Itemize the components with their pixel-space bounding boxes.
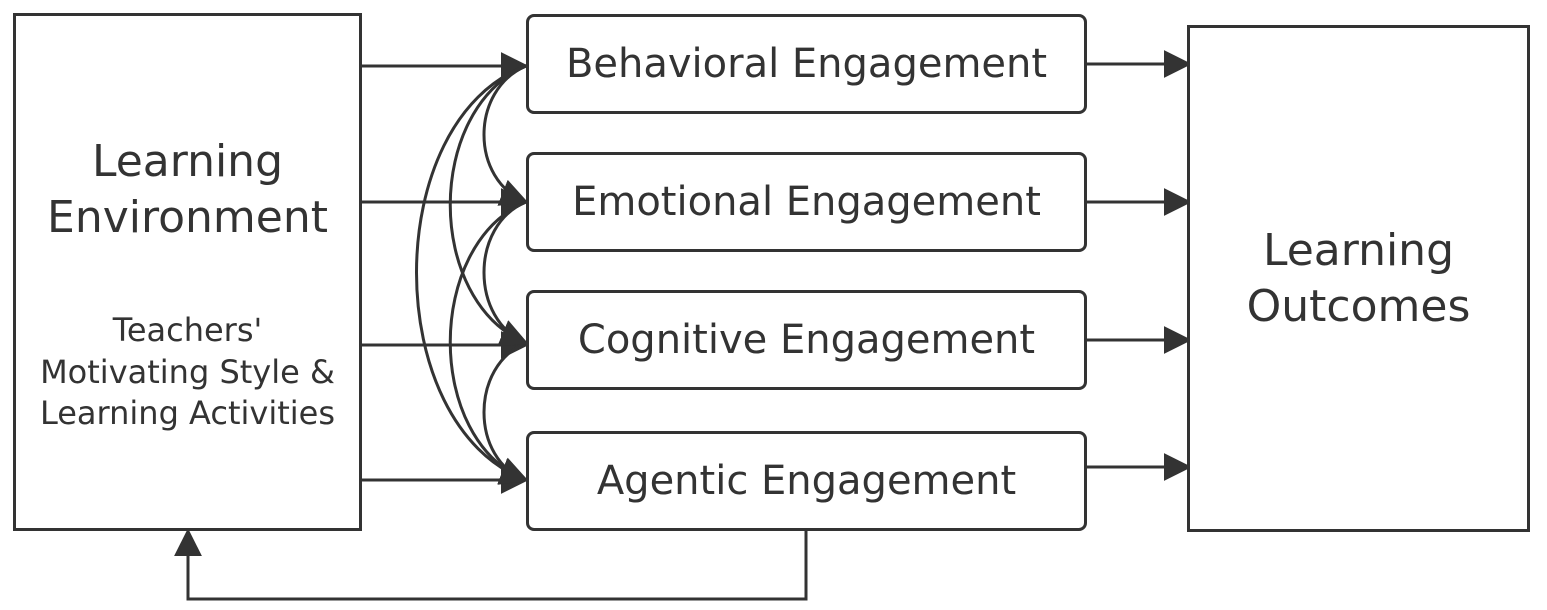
cognitive-engagement-box: Cognitive Engagement bbox=[526, 290, 1087, 390]
curve-behavioral-agentic bbox=[415, 44, 555, 485]
learning-environment-title: Learning Environment bbox=[16, 134, 359, 247]
curve-emotional-cognitive bbox=[482, 179, 555, 347]
agentic-engagement-box: Agentic Engagement bbox=[526, 431, 1087, 531]
title-line: Learning bbox=[91, 136, 284, 187]
title-line: Learning bbox=[1262, 225, 1455, 276]
title-line: Outcomes bbox=[1246, 281, 1471, 333]
curve-emotional-agentic bbox=[448, 179, 555, 484]
engagement-label: Cognitive Engagement bbox=[577, 317, 1036, 363]
feedback-agentic-to-environment bbox=[174, 528, 808, 601]
learning-environment-subtitle: Teachers' Motivating Style & Learning Ac… bbox=[16, 310, 359, 435]
behavioral-engagement-box: Behavioral Engagement bbox=[526, 14, 1087, 114]
subtitle-line: Motivating Style & bbox=[40, 352, 335, 391]
engagement-label: Emotional Engagement bbox=[572, 179, 1041, 225]
learning-environment-box: Learning Environment Teachers' Motivatin… bbox=[13, 13, 362, 531]
curve-behavioral-cognitive bbox=[448, 43, 555, 346]
emotional-engagement-box: Emotional Engagement bbox=[526, 152, 1087, 252]
learning-outcomes-title: Learning Outcomes bbox=[1190, 223, 1527, 336]
title-line: Environment bbox=[47, 192, 328, 244]
learning-outcomes-box: Learning Outcomes bbox=[1187, 25, 1530, 532]
engagement-label: Agentic Engagement bbox=[596, 458, 1017, 504]
subtitle-line: Learning Activities bbox=[39, 394, 336, 433]
engagement-label: Behavioral Engagement bbox=[565, 41, 1048, 87]
subtitle-line: Teachers' bbox=[112, 311, 263, 349]
